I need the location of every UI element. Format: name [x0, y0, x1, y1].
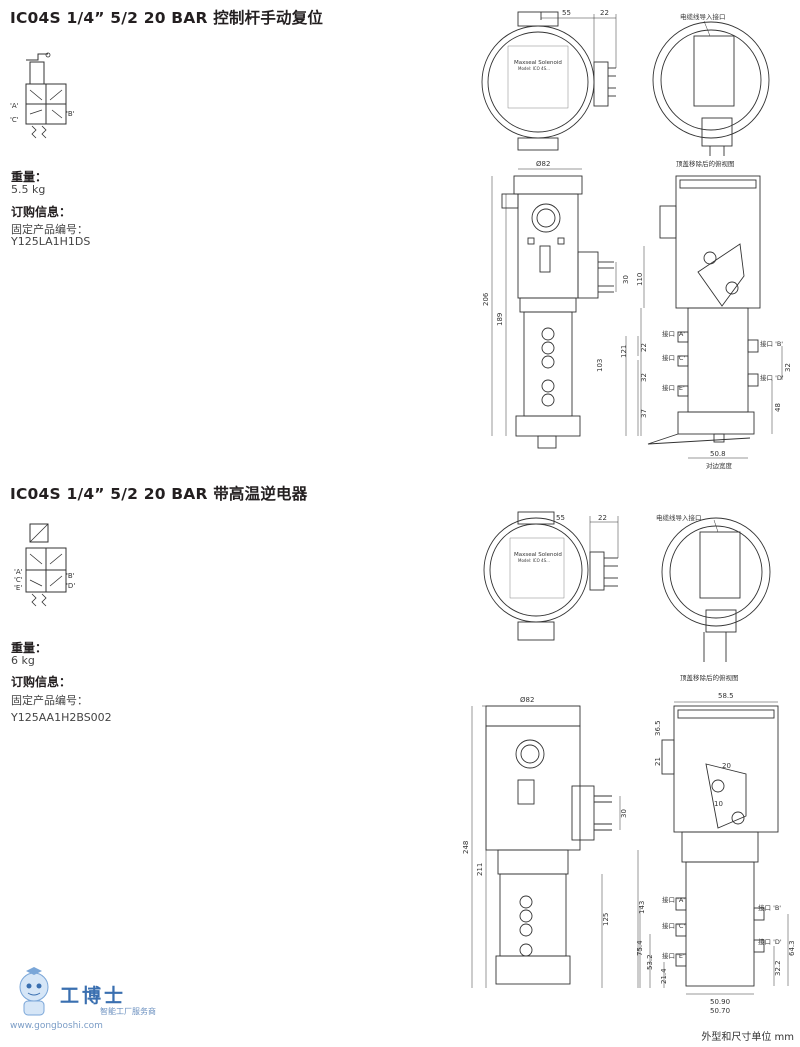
section-2-title: IC04S 1/4” 5/2 20 BAR 带高温逆电器 — [10, 485, 308, 503]
weight-value-1: 5.5 kg — [11, 183, 46, 196]
dim-110: 110 — [636, 273, 644, 286]
dim-30: 30 — [622, 275, 630, 284]
dim-206: 206 — [482, 292, 490, 306]
symbol2-port-e: 'E' — [14, 584, 22, 592]
weight-label-2: 重量： — [11, 641, 48, 655]
symbol2-port-a: 'A' — [14, 568, 23, 576]
dim-37: 37 — [640, 409, 648, 418]
dim2-64-3: 64.3 — [788, 940, 796, 956]
port-e-label-1: 接口 'E' — [662, 383, 685, 392]
symbol2-port-b: 'B' — [66, 572, 75, 580]
port-b-label-1: 接口 'B' — [760, 339, 783, 348]
dim-50-8: 50.8 — [710, 450, 726, 458]
dim-103: 103 — [596, 359, 604, 372]
symbol2-port-d: 'D' — [66, 582, 75, 590]
dim2-55: 55 — [556, 514, 565, 522]
dim-22: 22 — [600, 9, 609, 17]
port-d-label-1: 接口 'D' — [760, 373, 784, 382]
dim2-58-5: 58.5 — [718, 692, 734, 700]
part-label-1: 固定产品编号： — [11, 223, 88, 236]
technical-drawing-2: Maxseal Solenoid Model: ICO 4S... 55 22 … — [462, 511, 796, 1015]
part-number-2: Y125AA1H2BS002 — [11, 711, 112, 724]
port-a-label-1: 接口 'A' — [662, 329, 685, 338]
nameplate-brand-2: Maxseal Solenoid — [514, 552, 562, 558]
port-d-label-2: 接口 'D' — [758, 937, 782, 946]
dim2-75-4: 75.4 — [636, 940, 644, 956]
gongboshi-watermark: 工博士 智能工厂服务商 www.gongboshi.com — [8, 965, 168, 1040]
cable-entry-label: 电缆线导入接口 — [680, 12, 726, 21]
dim-121: 121 — [620, 345, 628, 358]
dim2-36-5: 36.5 — [654, 720, 662, 736]
weight-label-1: 重量： — [11, 170, 48, 184]
port-c-label-1: 接口 'C' — [662, 353, 685, 362]
technical-drawing-1: Maxseal Solenoid Model: ICO 4S... 55 22 … — [481, 9, 792, 470]
nameplate-model-1: Model: ICO 4S... — [518, 66, 550, 71]
symbol-port-c: 'C' — [10, 116, 19, 124]
nameplate-model-2: Model: ICO 4S... — [518, 558, 550, 563]
dim-32a: 32 — [640, 373, 648, 382]
part-number-1: Y125LA1H1DS — [11, 235, 91, 248]
symbol2-port-c: 'C' — [14, 576, 23, 584]
part-label-2: 固定产品编号： — [11, 694, 88, 707]
dim2-10: 10 — [714, 800, 723, 808]
port-e-label-2: 接口 'E' — [662, 951, 685, 960]
port-b-label-2: 接口 'B' — [758, 903, 781, 912]
robot-mascot-icon — [19, 967, 49, 1016]
watermark-brand: 工博士 — [60, 985, 127, 1007]
pneumatic-symbol-1: 'A' 'C' 'B' — [10, 52, 75, 139]
dim-dia-82: Ø82 — [536, 160, 550, 168]
dim-48: 48 — [774, 403, 782, 412]
cable-entry-label-2: 电缆线导入接口 — [656, 513, 702, 522]
units-note: 外型和尺寸单位 mm — [701, 1032, 794, 1043]
flat-width-label: 对边宽度 — [706, 461, 733, 470]
dim2-22: 22 — [598, 514, 607, 522]
dim2-248: 248 — [462, 841, 470, 854]
dim-55: 55 — [562, 9, 571, 17]
order-label-1: 订购信息： — [11, 205, 72, 219]
dim-32c: 32 — [784, 363, 792, 372]
cover-removed-label-2: 顶盖移除后的俯视图 — [680, 673, 739, 682]
dim2-dia-82: Ø82 — [520, 696, 534, 704]
port-a-label-2: 接口 'A' — [662, 895, 685, 904]
dim2-211: 211 — [476, 863, 484, 876]
cover-removed-label: 顶盖移除后的俯视图 — [676, 159, 735, 168]
dim2-50-70: 50.70 — [710, 1007, 730, 1015]
dim2-30: 30 — [620, 809, 628, 818]
dim2-21-4: 21.4 — [660, 968, 668, 984]
weight-value-2: 6 kg — [11, 654, 35, 667]
port-c-label-2: 接口 'C' — [662, 921, 685, 930]
dim-189: 189 — [496, 313, 504, 326]
symbol-port-a: 'A' — [10, 102, 19, 110]
section-1-title: IC04S 1/4” 5/2 20 BAR 控制杆手动复位 — [10, 9, 324, 27]
pneumatic-symbol-2: 'A' 'C' 'E' 'B' 'D' — [14, 523, 75, 607]
nameplate-brand-1: Maxseal Solenoid — [514, 60, 562, 66]
dim2-143: 143 — [638, 901, 646, 914]
dim2-50-90: 50.90 — [710, 998, 730, 1006]
dim-22b: 22 — [640, 343, 648, 352]
watermark-subtitle: 智能工厂服务商 — [100, 1007, 156, 1016]
dim2-53-2: 53.2 — [646, 954, 654, 970]
symbol-port-b: 'B' — [66, 110, 75, 118]
watermark-url: www.gongboshi.com — [10, 1021, 103, 1031]
order-label-2: 订购信息： — [11, 675, 72, 689]
dim2-125: 125 — [602, 913, 610, 926]
dim2-32-2: 32.2 — [774, 960, 782, 976]
dim2-20: 20 — [722, 762, 731, 770]
dim2-21: 21 — [654, 757, 662, 766]
